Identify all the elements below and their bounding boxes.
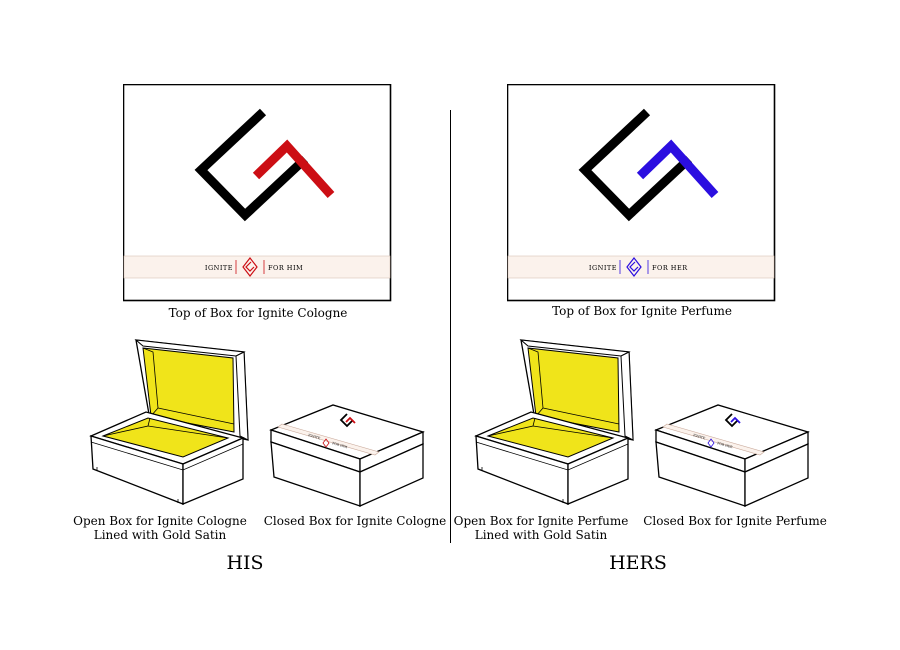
hers-closed-box-illustration: IGNITE FOR HER xyxy=(654,404,810,508)
his-gf-logo xyxy=(194,108,335,222)
his-open-box-illustration xyxy=(89,339,249,505)
hers-open-box xyxy=(473,336,638,512)
center-divider xyxy=(450,110,451,543)
his-box-top-illustration: IGNITE FOR HIM xyxy=(122,83,392,302)
hers-top-of-box: IGNITE FOR HER xyxy=(506,83,777,306)
svg-text:IGNITE: IGNITE xyxy=(693,433,707,440)
his-band-emblem xyxy=(242,257,258,277)
svg-text:FOR HER: FOR HER xyxy=(717,441,734,449)
hers-open-caption-line1: Open Box for Ignite Perfume xyxy=(453,514,629,528)
hers-top-caption: Top of Box for Ignite Perfume xyxy=(552,304,732,318)
his-closed-box: IGNITE FOR HIM xyxy=(268,402,428,516)
his-closed-caption: Closed Box for Ignite Cologne xyxy=(263,514,447,528)
hers-band-brand: IGNITE xyxy=(589,264,617,272)
his-label: HIS xyxy=(226,552,264,574)
his-band-sub: FOR HIM xyxy=(268,264,303,272)
svg-text:FOR HIM: FOR HIM xyxy=(332,441,349,449)
his-open-caption-line2: Lined with Gold Satin xyxy=(93,528,227,542)
his-open-box xyxy=(88,336,253,512)
hers-box-top-illustration: IGNITE FOR HER xyxy=(506,83,776,302)
his-open-caption-line1: Open Box for Ignite Cologne xyxy=(73,514,247,528)
his-closed-box-illustration: IGNITE FOR HIM xyxy=(269,404,425,508)
svg-text:IGNITE: IGNITE xyxy=(308,433,322,440)
his-top-of-box: IGNITE FOR HIM xyxy=(122,83,393,306)
hers-open-box-illustration xyxy=(474,339,634,505)
his-band-brand: IGNITE xyxy=(205,264,233,272)
hers-band-emblem xyxy=(626,257,642,277)
hers-closed-box: IGNITE FOR HER xyxy=(653,402,813,516)
hers-label: HERS xyxy=(609,552,667,574)
hers-band-sub: FOR HER xyxy=(652,264,688,272)
hers-gf-logo xyxy=(578,108,719,222)
his-top-caption: Top of Box for Ignite Cologne xyxy=(168,306,348,320)
hers-closed-caption: Closed Box for Ignite Perfume xyxy=(643,514,827,528)
hers-open-caption-line2: Lined with Gold Satin xyxy=(474,528,608,542)
